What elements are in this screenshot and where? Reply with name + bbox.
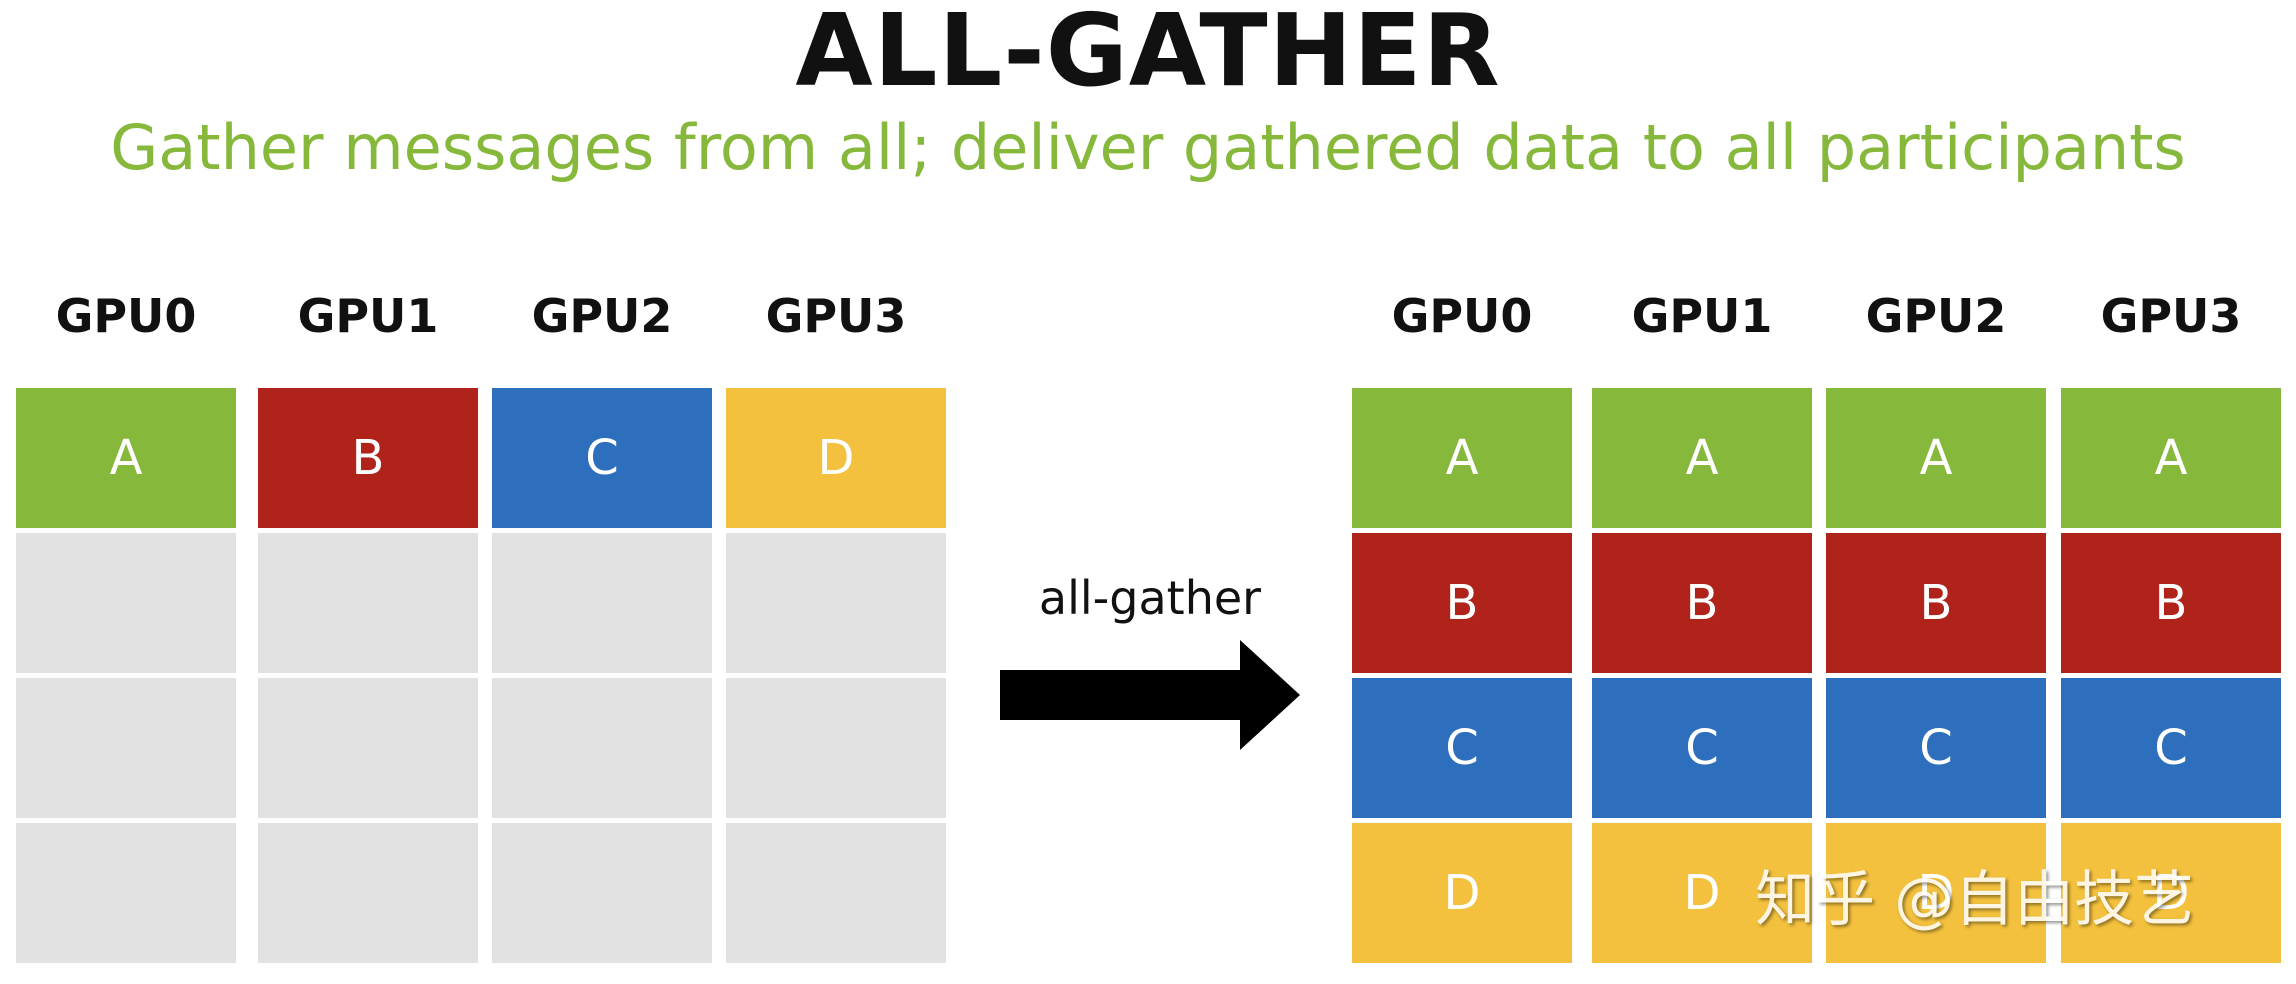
after-cell-gpu3-b: B: [2061, 533, 2281, 673]
diagram-subtitle: Gather messages from all; deliver gather…: [110, 111, 2186, 184]
after-cell-gpu0-a: A: [1352, 388, 1572, 528]
operation-label: all-gather: [1038, 571, 1262, 625]
before-empty-cell-gpu1-2: [258, 678, 478, 818]
before-gpu-label-2: GPU2: [531, 289, 673, 343]
before-empty-cell-gpu2-3: [492, 823, 712, 963]
before-empty-cell-gpu2-2: [492, 678, 712, 818]
before-empty-cell-gpu0-2: [16, 678, 236, 818]
diagram-title: ALL-GATHER: [795, 0, 1501, 109]
after-cell-gpu2-c: C: [1826, 678, 2046, 818]
right-arrow-icon: [1000, 640, 1300, 750]
before-empty-cell-gpu2-1: [492, 533, 712, 673]
before-gpu-label-0: GPU0: [55, 289, 197, 343]
before-empty-cell-gpu1-1: [258, 533, 478, 673]
before-empty-cell-gpu3-3: [726, 823, 946, 963]
before-cell-gpu2-c: C: [492, 388, 712, 528]
watermark: 知乎 @自由技艺: [1755, 865, 2195, 935]
after-cell-gpu2-b: B: [1826, 533, 2046, 673]
before-cell-gpu3-d: D: [726, 388, 946, 528]
after-cell-gpu0-c: C: [1352, 678, 1572, 818]
after-cell-gpu2-d: D: [1826, 823, 2046, 963]
after-gpu-label-0: GPU0: [1391, 289, 1533, 343]
before-empty-cell-gpu0-1: [16, 533, 236, 673]
after-cell-gpu0-b: B: [1352, 533, 1572, 673]
before-gpu-label-1: GPU1: [297, 289, 439, 343]
after-cell-gpu1-b: B: [1592, 533, 1812, 673]
before-gpu-label-3: GPU3: [765, 289, 907, 343]
before-empty-cell-gpu1-3: [258, 823, 478, 963]
after-cell-gpu0-d: D: [1352, 823, 1572, 963]
before-empty-cell-gpu0-3: [16, 823, 236, 963]
before-empty-cell-gpu3-1: [726, 533, 946, 673]
before-cell-gpu1-b: B: [258, 388, 478, 528]
after-cell-gpu2-a: A: [1826, 388, 2046, 528]
after-cell-gpu3-a: A: [2061, 388, 2281, 528]
after-cell-gpu1-d: D: [1592, 823, 1812, 963]
before-cell-gpu0-a: A: [16, 388, 236, 528]
after-cell-gpu3-d: D: [2061, 823, 2281, 963]
before-empty-cell-gpu3-2: [726, 678, 946, 818]
after-cell-gpu3-c: C: [2061, 678, 2281, 818]
after-cell-gpu1-c: C: [1592, 678, 1812, 818]
after-gpu-label-3: GPU3: [2100, 289, 2242, 343]
after-cell-gpu1-a: A: [1592, 388, 1812, 528]
after-gpu-label-2: GPU2: [1865, 289, 2007, 343]
after-gpu-label-1: GPU1: [1631, 289, 1773, 343]
